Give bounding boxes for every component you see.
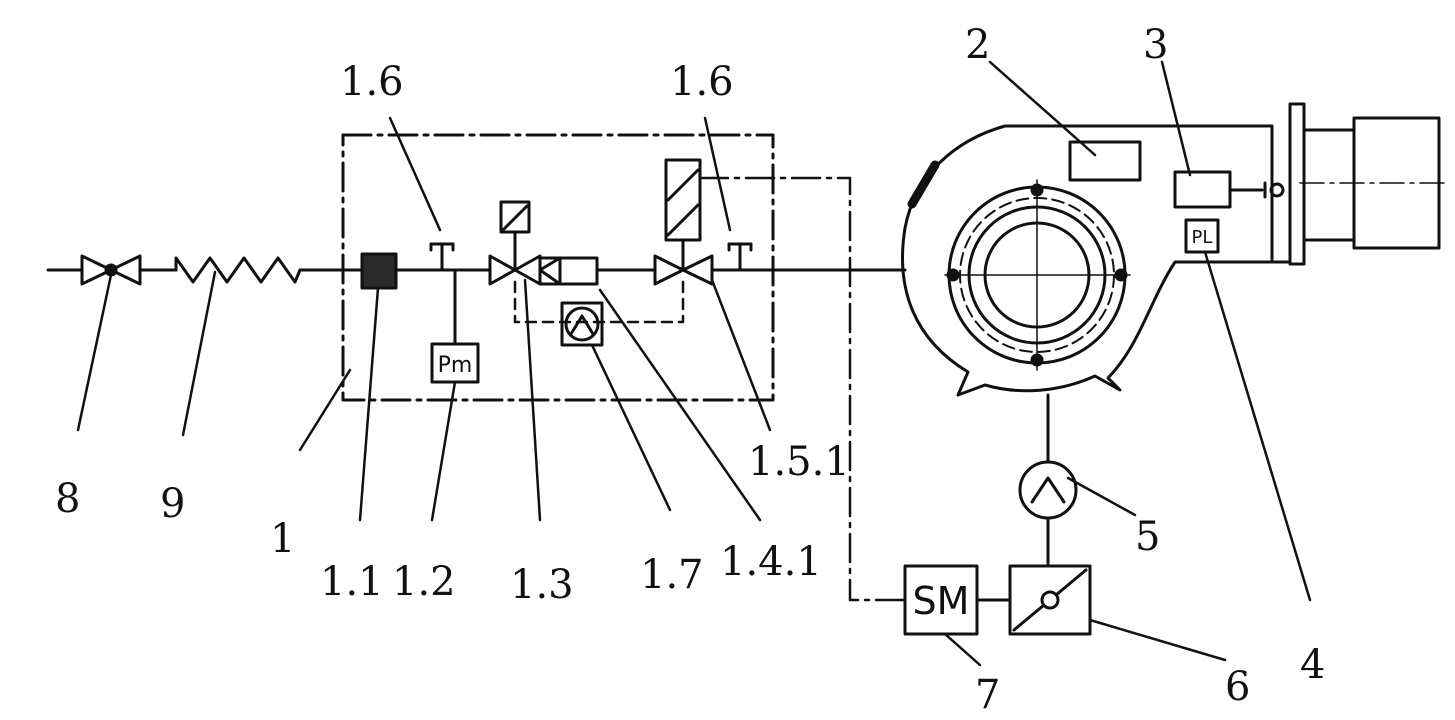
label-burner-housing: 2 xyxy=(965,22,990,68)
label-servo-motor: 7 xyxy=(975,672,1000,718)
fan-motor-icon xyxy=(1018,460,1078,520)
label-pressure-regulator: 1.4.1 xyxy=(720,539,822,585)
label-filter: 1.1 xyxy=(320,559,384,605)
label-gas-train: 1 xyxy=(270,516,295,562)
servo-motor-text: SM xyxy=(913,579,970,623)
label-main-valve: 1.5.1 xyxy=(748,439,850,485)
label-ball-valve: 8 xyxy=(55,476,80,522)
burner-flange xyxy=(1288,102,1306,266)
air-pressure-switch-text: PL xyxy=(1192,227,1213,248)
label-valve-proving: 1.7 xyxy=(640,552,704,598)
fan-motor-blade xyxy=(1030,476,1066,504)
label-flex-hose: 9 xyxy=(160,481,185,527)
blast-tube xyxy=(1302,128,1356,242)
test-point-right-icon xyxy=(727,242,753,272)
burner-display-box xyxy=(1068,140,1142,182)
control-box-connector xyxy=(1269,182,1285,198)
label-gas-pressure-switch: 1.2 xyxy=(392,559,456,605)
test-point-left-icon xyxy=(429,242,455,272)
air-damper-pivot xyxy=(1040,590,1060,610)
label-test-point-left: 1.6 xyxy=(340,59,404,105)
label-fan-motor: 5 xyxy=(1135,514,1160,560)
valve-proving-icon xyxy=(560,301,604,347)
control-box xyxy=(1173,170,1232,209)
label-solenoid-valve: 1.3 xyxy=(510,562,574,608)
fan-bolts xyxy=(946,183,1128,367)
pressure-regulator-icon xyxy=(538,256,599,286)
filter-icon xyxy=(360,252,398,290)
label-air-damper: 6 xyxy=(1225,664,1250,710)
control-signal-line xyxy=(698,176,907,602)
air-pressure-switch-box xyxy=(1184,218,1220,254)
flex-hose-icon xyxy=(174,256,302,284)
main-valve-icon xyxy=(653,158,714,286)
gas-pressure-switch-text: Pm xyxy=(438,353,473,378)
label-test-point-right: 1.6 xyxy=(670,59,734,105)
gas-train-enclosure xyxy=(341,133,775,402)
solenoid-valve-icon xyxy=(488,200,542,286)
label-air-pressure-switch: 4 xyxy=(1300,642,1325,688)
inspection-hatch xyxy=(907,160,940,209)
leader-lines xyxy=(76,60,1312,667)
label-control-box: 3 xyxy=(1143,22,1168,68)
